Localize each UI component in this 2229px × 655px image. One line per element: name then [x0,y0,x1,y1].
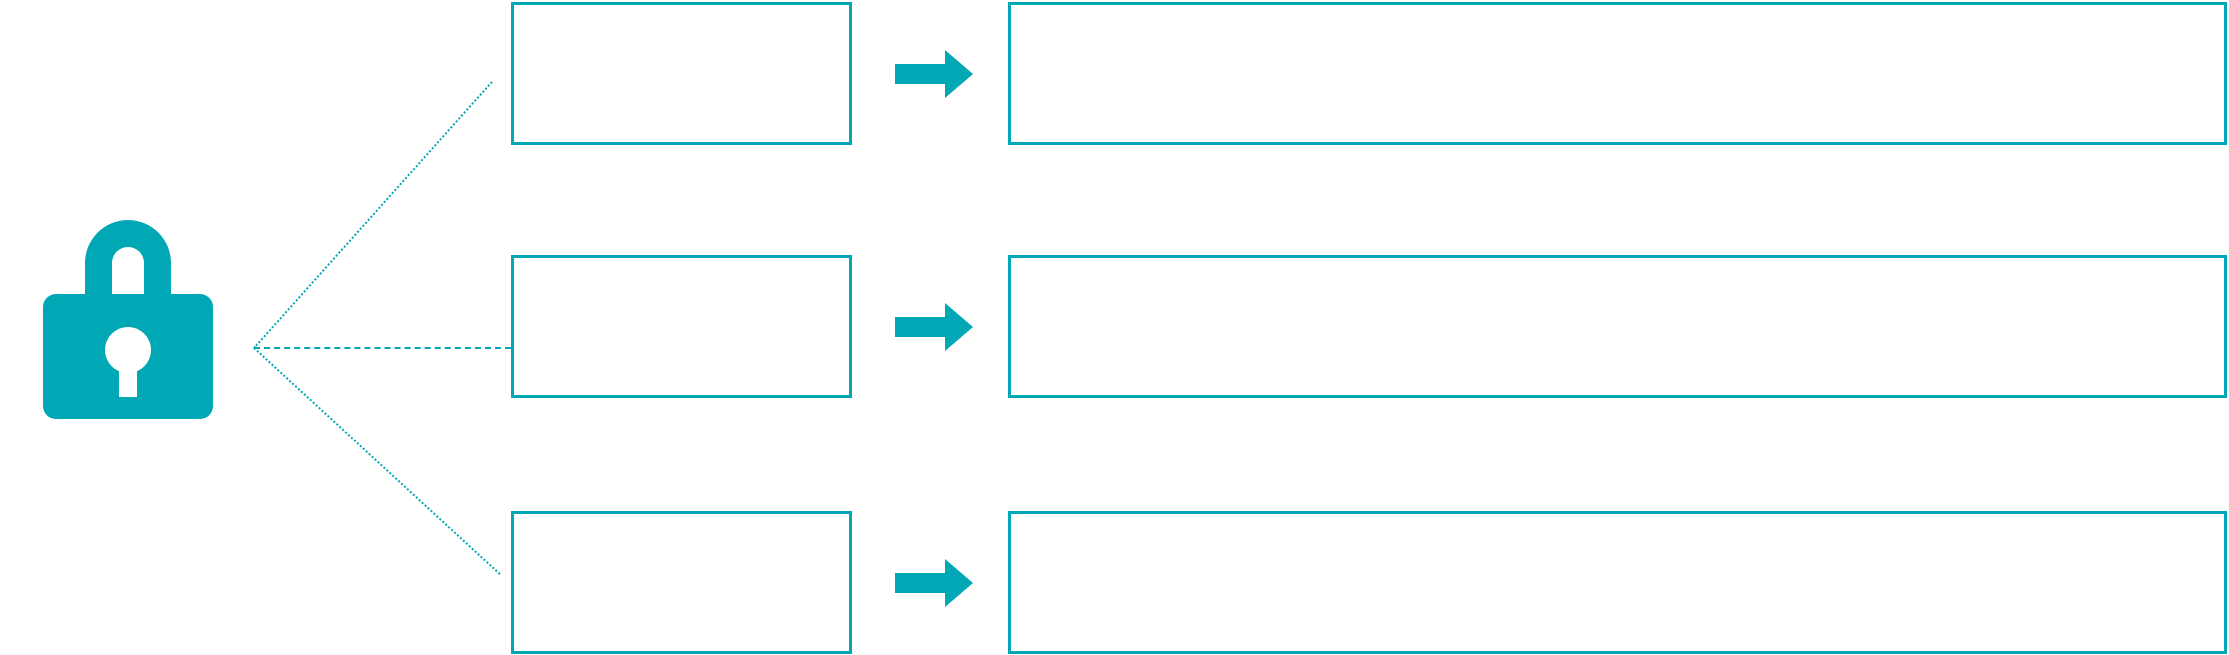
left-box-row-2[interactable] [511,255,852,398]
left-box-row-2-text [514,258,849,286]
right-box-row-1[interactable] [1008,2,2227,145]
lock-icon [28,205,228,430]
right-arrow-icon-row-2 [895,303,973,351]
right-arrow-icon-row-3 [895,559,973,607]
connector-top [253,81,493,349]
connector-bottom [253,347,501,575]
right-box-row-3-text [1011,514,2224,542]
right-box-row-1-text [1011,5,2224,33]
connector-middle [254,347,511,349]
left-box-row-1[interactable] [511,2,852,145]
right-box-row-2-text [1011,258,2224,286]
right-arrow-icon-row-1 [895,50,973,98]
right-box-row-2[interactable] [1008,255,2227,398]
left-box-row-3[interactable] [511,511,852,654]
left-box-row-1-text [514,5,849,33]
left-box-row-3-text [514,514,849,542]
right-box-row-3[interactable] [1008,511,2227,654]
